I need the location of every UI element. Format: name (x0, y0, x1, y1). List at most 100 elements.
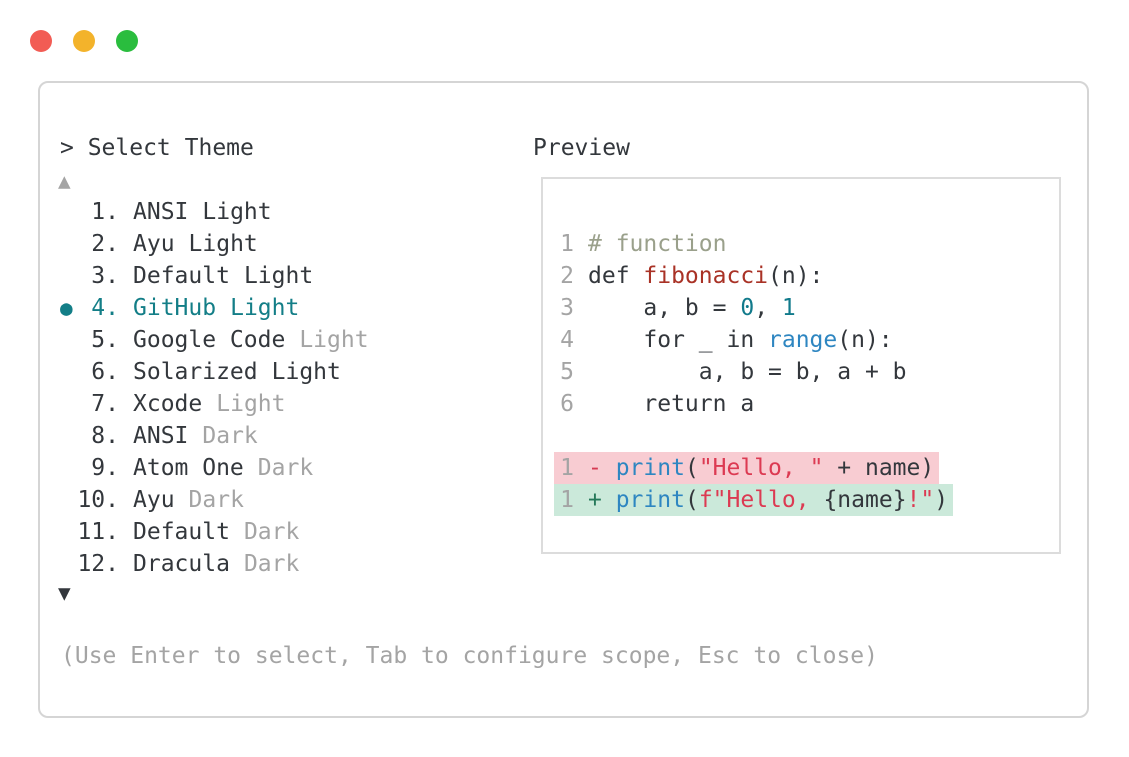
code-tokens: + print(f"Hello, {name}!") (588, 487, 948, 513)
diff-line-deletion: 1- print("Hello, " + name) (554, 452, 1059, 484)
theme-index: 11. (77, 519, 119, 545)
scroll-up-icon[interactable]: ▲ (58, 169, 71, 193)
theme-list-item-ansi-dark[interactable]: 8. ANSI Dark (60, 420, 369, 452)
token-string: "Hello, " (698, 455, 824, 481)
token-plain: + name) (823, 455, 935, 481)
line-number: 4 (560, 327, 574, 353)
theme-variant: Light (230, 295, 300, 321)
token-string: f (698, 487, 713, 513)
theme-index: 10. (77, 487, 119, 513)
theme-list-item-github-light[interactable]: ● 4. GitHub Light (60, 292, 369, 324)
theme-list-item-xcode-light[interactable]: 7. Xcode Light (60, 388, 369, 420)
theme-list-item-dracula-dark[interactable]: 12. Dracula Dark (60, 548, 369, 580)
theme-name: Ayu (133, 231, 175, 257)
line-number: 5 (560, 359, 574, 385)
theme-list-item-ayu-dark[interactable]: 10. Ayu Dark (60, 484, 369, 516)
theme-variant: Dark (202, 423, 258, 449)
scroll-down-icon[interactable]: ▼ (58, 581, 71, 605)
theme-index: 4. (91, 295, 119, 321)
theme-list-item-ayu-light[interactable]: 2. Ayu Light (60, 228, 369, 260)
close-button[interactable] (30, 30, 52, 52)
theme-index: 2. (91, 231, 119, 257)
code-line: 5 a, b = b, a + b (560, 356, 1059, 388)
token-builtin: print (615, 455, 685, 481)
theme-variant: Dark (243, 551, 300, 577)
theme-name: Dracula (133, 551, 230, 577)
theme-index: 12. (77, 551, 119, 577)
theme-name: Default (133, 263, 230, 289)
token-plain: def (588, 263, 644, 289)
token-diff-add: + (588, 487, 616, 513)
diff-line-addition: 1 + print(f"Hello, {name}!") (554, 484, 1059, 516)
theme-index: 6. (91, 359, 119, 385)
theme-variant: Dark (188, 487, 244, 513)
line-number: 1 (560, 231, 574, 257)
token-plain: ) (934, 487, 949, 513)
code-tokens: # function (588, 231, 726, 257)
theme-index: 9. (91, 455, 119, 481)
token-string: "Hello, (712, 487, 824, 513)
theme-name: Ayu (133, 487, 175, 513)
theme-name: Xcode (133, 391, 203, 417)
theme-name: ANSI (133, 423, 189, 449)
token-function: fibonacci (643, 263, 769, 289)
theme-name: GitHub (133, 295, 217, 321)
selected-theme-bullet-icon: ● (60, 296, 73, 320)
theme-list-item-ansi-light[interactable]: 1. ANSI Light (60, 196, 369, 228)
token-plain: (n): (837, 327, 893, 353)
token-diff-del: - (588, 455, 616, 481)
token-plain: a, b = (588, 295, 741, 321)
theme-index: 1. (91, 199, 119, 225)
line-number: 2 (560, 263, 574, 289)
theme-name: Default (133, 519, 230, 545)
theme-variant: Dark (257, 455, 314, 481)
zoom-button[interactable] (116, 30, 138, 52)
code-tokens: for _ in range(n): (588, 327, 893, 353)
token-plain: {name} (823, 487, 907, 513)
token-comment: # function (588, 231, 727, 257)
line-number: 1 (560, 487, 574, 513)
code-tokens: return a (588, 391, 754, 417)
code-tokens: def fibonacci(n): (588, 263, 823, 289)
theme-variant: Light (216, 391, 286, 417)
code-line: 3 a, b = 0, 1 (560, 292, 1059, 324)
theme-list-item-solarized-light[interactable]: 6. Solarized Light (60, 356, 369, 388)
code-line: 2 def fibonacci(n): (560, 260, 1059, 292)
token-builtin: print (615, 487, 685, 513)
theme-variant: Light (271, 359, 341, 385)
code-line: 6 return a (560, 388, 1059, 420)
code-line: 1 # function (560, 228, 1059, 260)
line-number: 6 (560, 391, 574, 417)
token-plain: return a (588, 391, 755, 417)
token-number: 1 (781, 295, 796, 321)
theme-variant: Light (243, 263, 314, 289)
theme-name: ANSI (133, 199, 189, 225)
code-blank-line (560, 420, 1059, 452)
code-tokens: a, b = 0, 1 (588, 295, 796, 321)
code-tokens: a, b = b, a + b (588, 359, 907, 385)
theme-variant: Light (299, 327, 369, 353)
token-string: !" (906, 487, 935, 513)
theme-index: 8. (91, 423, 119, 449)
minimize-button[interactable] (73, 30, 95, 52)
theme-index: 7. (91, 391, 119, 417)
theme-name: Solarized (133, 359, 258, 385)
line-number: 3 (560, 295, 574, 321)
token-plain: (n): (768, 263, 824, 289)
theme-variant: Light (188, 231, 258, 257)
line-number: 1 (560, 455, 574, 481)
theme-variant: Light (202, 199, 272, 225)
token-plain: , (754, 295, 782, 321)
theme-list-item-atom-one-dark[interactable]: 9. Atom One Dark (60, 452, 369, 484)
token-plain: ( (684, 455, 699, 481)
diff-highlight-deletion: 1- print("Hello, " + name) (554, 452, 940, 484)
theme-name: Atom One (133, 455, 244, 481)
window-controls (30, 30, 138, 52)
